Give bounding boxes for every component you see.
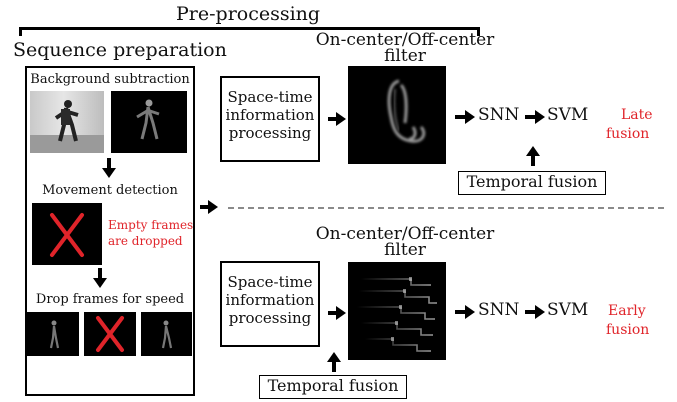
filter-label-line2: filter xyxy=(384,240,426,260)
arrow-right-icon xyxy=(455,305,475,319)
arrow-up-icon xyxy=(526,146,540,166)
fusion-type-line1: Early xyxy=(608,303,646,319)
svm-label: SVM xyxy=(547,300,589,320)
stage-line-1: Space-time xyxy=(227,88,313,106)
space-time-processing-box xyxy=(220,261,320,347)
temporal-fusion-label: Temporal fusion xyxy=(466,172,598,191)
subtracted-frame-image xyxy=(111,91,187,153)
temporal-fusion-label: Temporal fusion xyxy=(267,376,399,395)
arrow-up-icon xyxy=(327,352,341,372)
sequence-preparation-title: Sequence preparation xyxy=(13,39,227,61)
filter-output-image xyxy=(348,66,446,164)
dropped-note-line2: are dropped xyxy=(108,234,183,248)
stage-line-1: Space-time xyxy=(227,273,313,291)
arrow-right-icon xyxy=(328,306,346,320)
dropped-frame-image xyxy=(32,203,102,265)
preprocessing-title: Pre-processing xyxy=(176,3,321,25)
fusion-type-line2: fusion xyxy=(606,126,650,142)
fusion-type-line2: fusion xyxy=(606,322,650,338)
arrow-down-icon xyxy=(93,268,107,288)
pipeline-separator xyxy=(228,207,664,209)
arrow-right-icon xyxy=(200,200,218,214)
arrow-down-icon xyxy=(102,158,116,178)
temporal-fusion-box xyxy=(259,375,407,399)
stage-line-2: information xyxy=(225,291,315,309)
step-movement-detection: Movement detection xyxy=(42,183,178,198)
stage-line-2: information xyxy=(225,106,315,124)
dropped-small-frame-image xyxy=(84,312,136,356)
arrow-right-icon xyxy=(455,110,475,124)
preprocessing-bracket-left-tick xyxy=(19,27,22,36)
step-drop-frames: Drop frames for speed xyxy=(35,292,185,307)
arrow-right-icon xyxy=(525,110,545,124)
arrow-right-icon xyxy=(328,112,346,126)
space-time-processing-box xyxy=(220,76,320,162)
step-background-subtraction: Background subtraction xyxy=(30,72,190,87)
arrow-right-icon xyxy=(525,305,545,319)
fusion-type-line1: Late xyxy=(621,107,653,123)
kept-frame-image xyxy=(27,312,79,356)
temporal-fusion-box xyxy=(458,171,606,195)
snn-label: SNN xyxy=(478,300,520,320)
filter-label-line1: On-center/Off-center xyxy=(315,30,495,50)
filter-label-line2: filter xyxy=(384,46,426,66)
original-frame-image xyxy=(30,91,104,153)
stage-line-3: processing xyxy=(228,309,312,327)
dropped-note-line1: Empty frames xyxy=(108,218,194,232)
filter-output-image xyxy=(348,262,446,360)
stage-line-3: processing xyxy=(228,124,312,142)
kept-frame-image xyxy=(141,312,192,356)
preprocessing-bracket xyxy=(19,27,480,30)
preprocessing-bracket-right-tick xyxy=(477,27,480,36)
filter-label-line1: On-center/Off-center xyxy=(315,224,495,244)
svm-label: SVM xyxy=(547,105,589,125)
snn-label: SNN xyxy=(478,105,520,125)
